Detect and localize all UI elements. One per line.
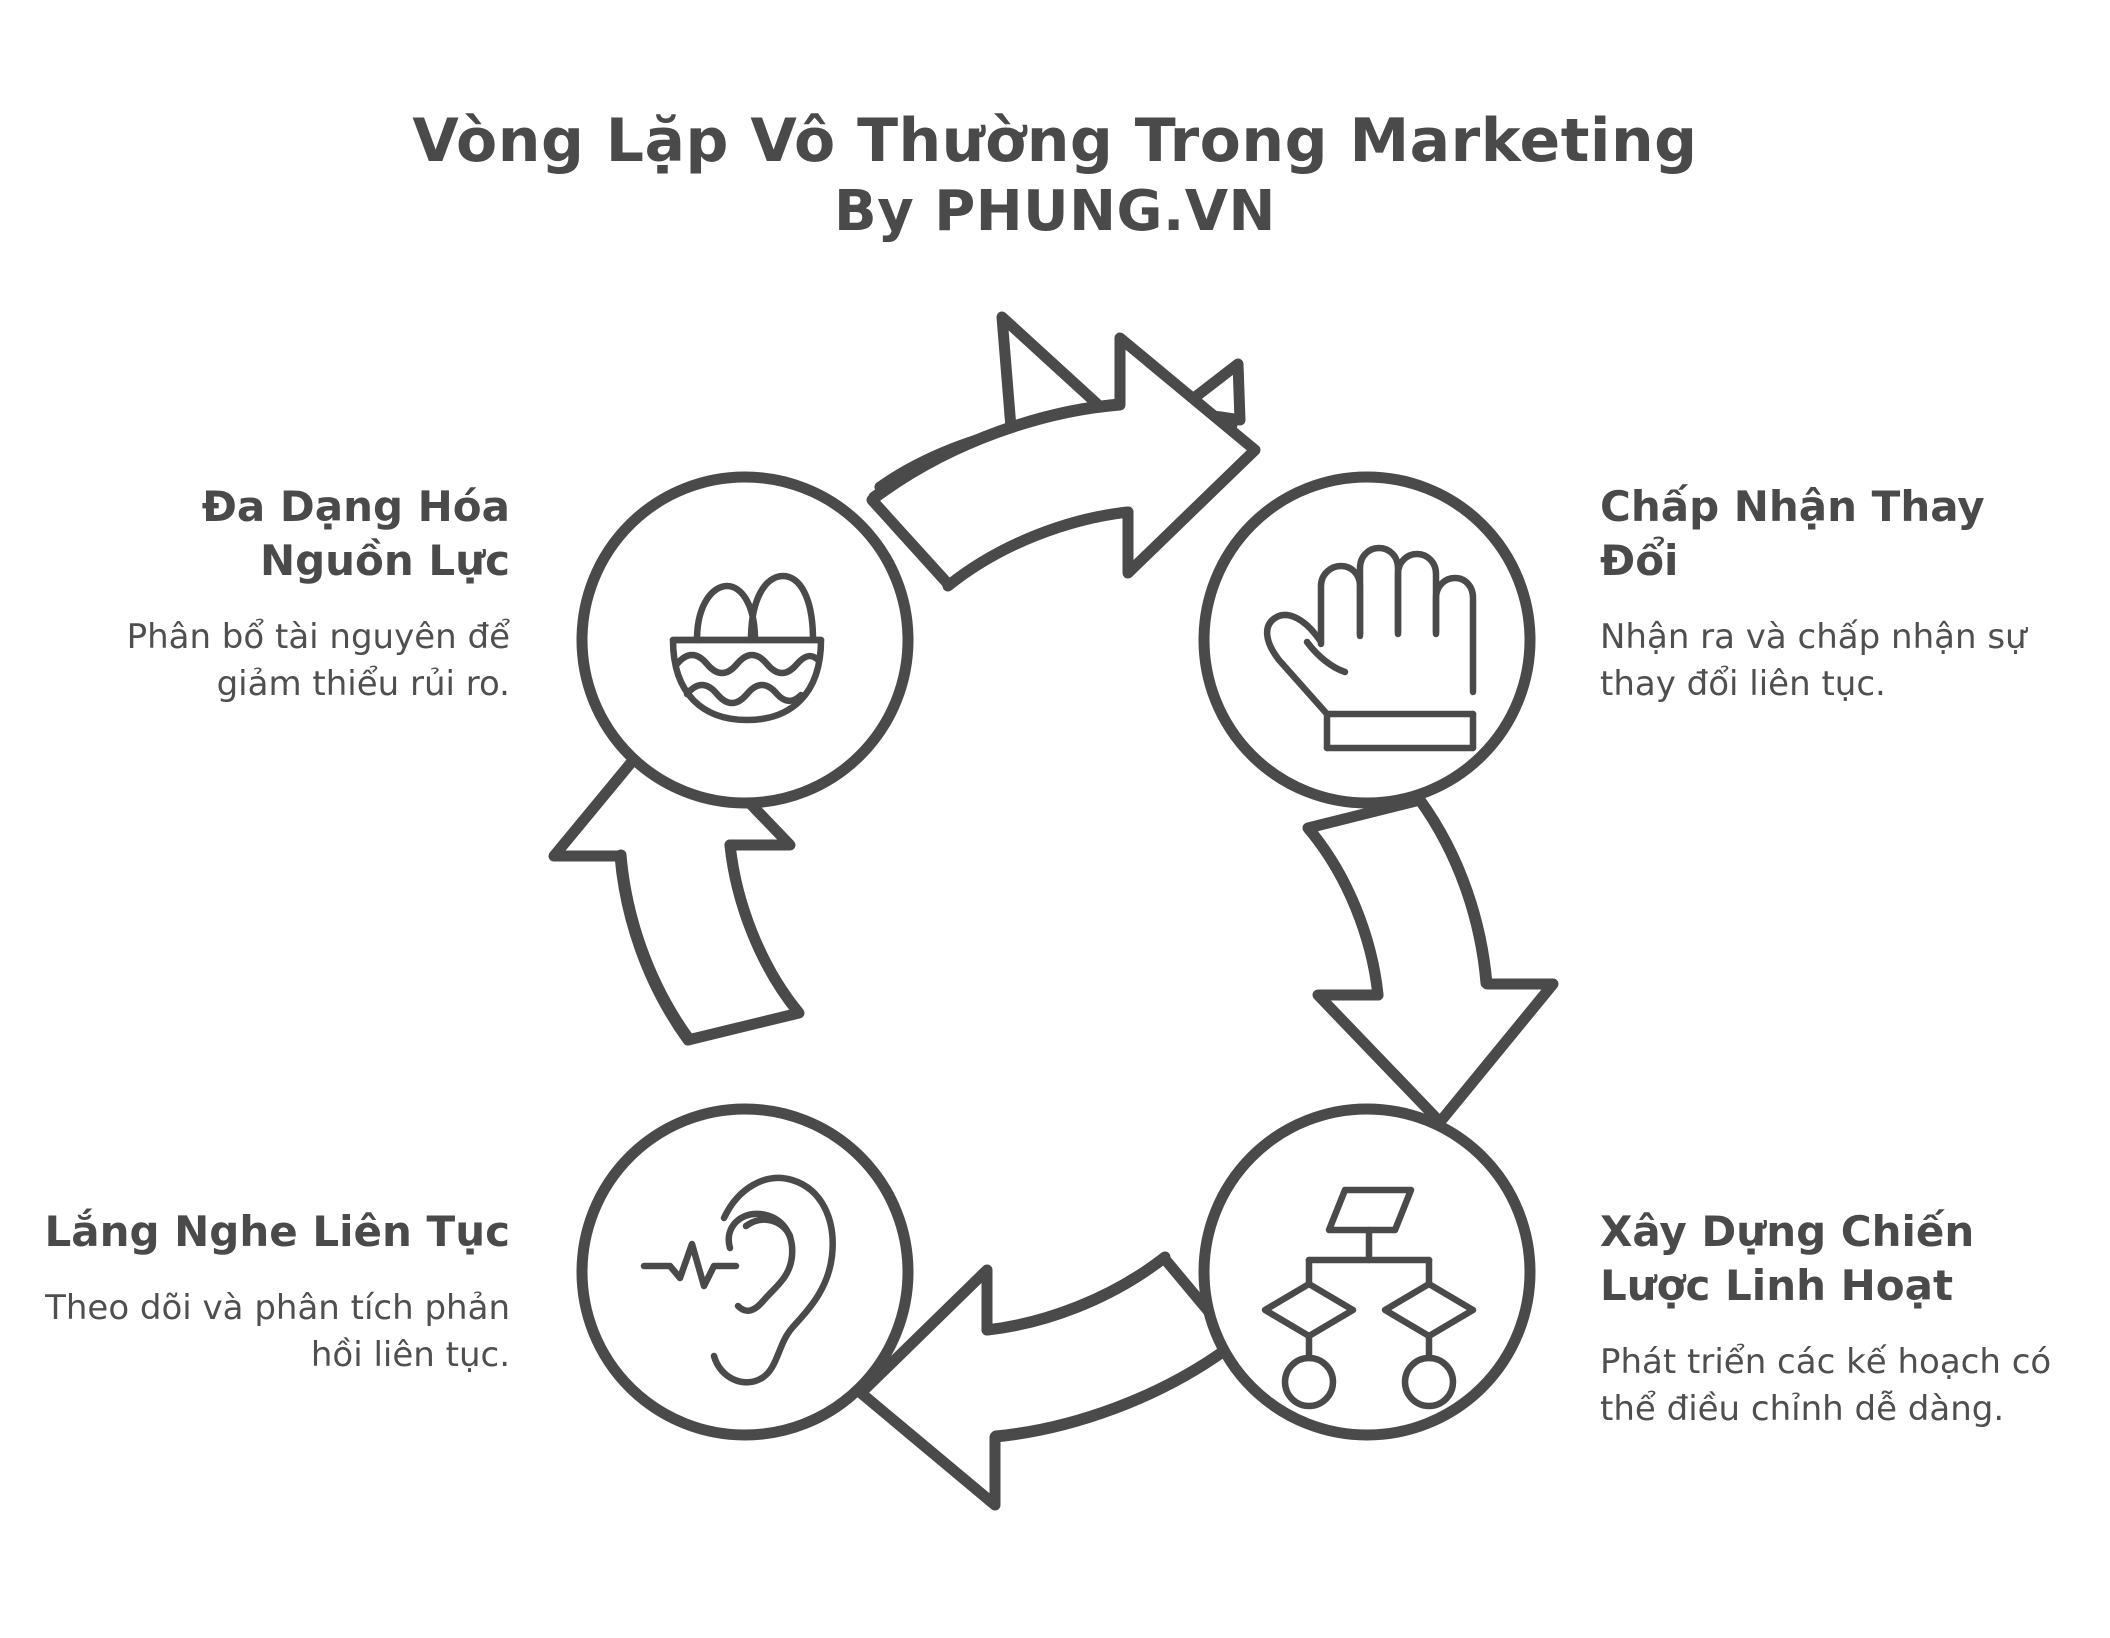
page-title: Vòng Lặp Vô Thường Trong Marketing By PH… xyxy=(0,106,2110,245)
node-label-accept-change: Chấp Nhận Thay Đổi Nhận ra và chấp nhận … xyxy=(1600,480,2070,709)
node-flexible-strategy[interactable] xyxy=(1198,1103,1536,1441)
node-label-flexible-strategy: Xây Dựng Chiến Lược Linh Hoạt Phát triển… xyxy=(1600,1205,2070,1434)
node-description: Phát triển các kế hoạch có thể điều chỉn… xyxy=(1600,1341,2052,1430)
node-circle[interactable] xyxy=(576,1103,914,1441)
node-accept-change[interactable] xyxy=(1198,471,1536,809)
node-circle[interactable] xyxy=(1198,471,1536,809)
ear-soundwave-icon xyxy=(640,1174,836,1386)
node-description: Nhận ra và chấp nhận sự thay đổi liên tụ… xyxy=(1600,616,2027,705)
flowchart-hierarchy-icon xyxy=(1261,1186,1477,1410)
node-label-continuous-listening: Lắng Nghe Liên Tục Theo dõi và phân tích… xyxy=(40,1205,510,1380)
node-circle[interactable] xyxy=(1198,1103,1536,1441)
arrow-right-band xyxy=(1302,794,1559,1128)
node-continuous-listening[interactable] xyxy=(576,1103,914,1441)
title-line-2: By PHUNG.VN xyxy=(834,179,1276,245)
node-description: Theo dõi và phân tích phản hồi liên tục. xyxy=(45,1287,510,1376)
open-hand-icon xyxy=(1264,544,1477,752)
cycle-ring xyxy=(615,398,1492,1442)
node-label-diversify-resources: Đa Dạng Hóa Nguồn Lực Phân bổ tài nguyên… xyxy=(40,480,510,709)
basket-with-eggs-icon xyxy=(669,572,825,724)
title-line-1: Vòng Lặp Vô Thường Trong Marketing xyxy=(412,106,1698,176)
node-heading: Lắng Nghe Liên Tục xyxy=(44,1207,510,1256)
node-heading: Đa Dạng Hóa Nguồn Lực xyxy=(201,482,510,585)
node-heading: Xây Dựng Chiến Lược Linh Hoạt xyxy=(1600,1207,1975,1310)
node-diversify-resources[interactable] xyxy=(576,471,914,809)
node-heading: Chấp Nhận Thay Đổi xyxy=(1600,482,1985,585)
node-description: Phân bổ tài nguyên để giảm thiểu rủi ro. xyxy=(126,616,510,705)
